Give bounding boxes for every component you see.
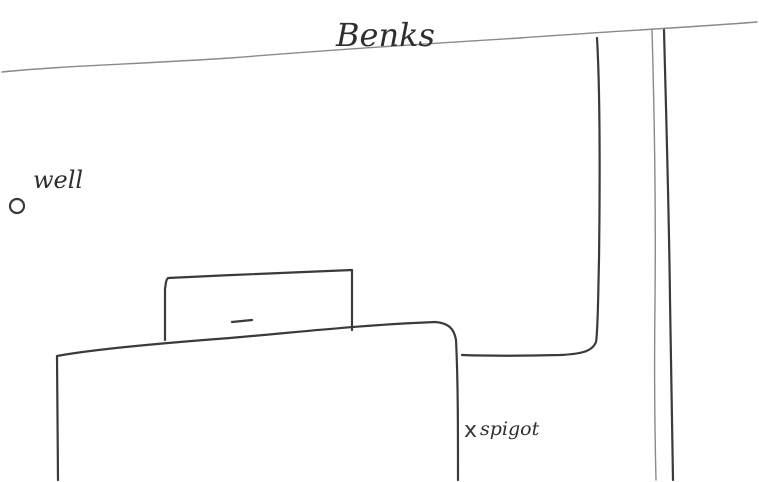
spigot-label: spigot xyxy=(480,418,540,440)
well-label: well xyxy=(33,166,83,194)
driveway-outer-edge-a xyxy=(652,30,656,480)
spigot-marker: x xyxy=(464,418,477,443)
driveway-inner-edge xyxy=(462,38,600,356)
main-building xyxy=(57,322,458,480)
well-marker xyxy=(10,199,24,213)
driveway-outer-edge-b xyxy=(664,30,673,480)
small-building-mark xyxy=(232,320,252,322)
title-label: Benks xyxy=(335,16,435,54)
